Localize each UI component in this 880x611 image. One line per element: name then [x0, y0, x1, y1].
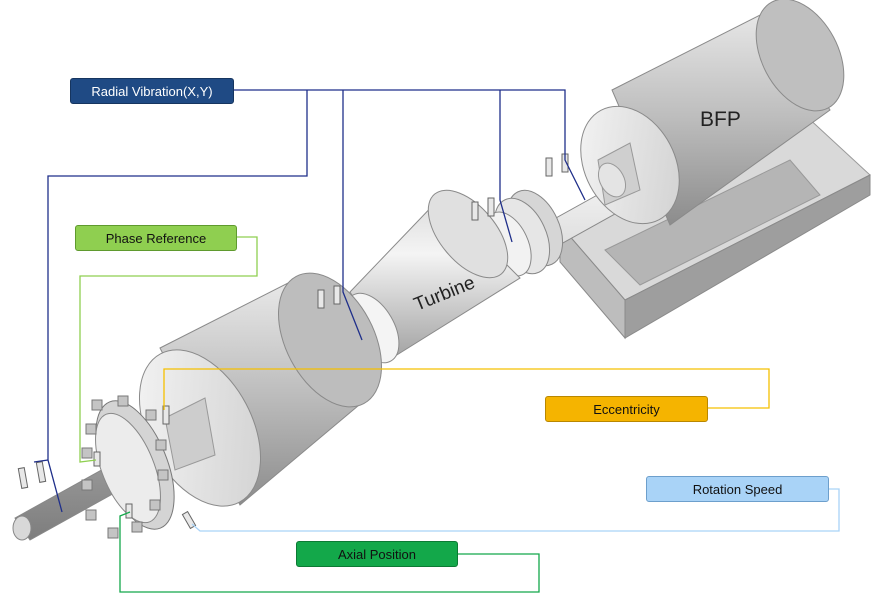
radial-probe-2 — [317, 285, 341, 309]
eccentricity-probe — [162, 405, 170, 425]
radial-vibration-label: Radial Vibration(X,Y) — [70, 78, 234, 104]
eccentricity-wiring — [163, 368, 770, 410]
bfp-body: BFP — [580, 0, 845, 226]
rotation-speed-wiring — [191, 488, 840, 532]
bfp-label: BFP — [700, 108, 741, 131]
radial-probe-3 — [471, 197, 495, 221]
phase-reference-label: Phase Reference — [75, 225, 237, 251]
axial-position-label: Axial Position — [296, 541, 458, 567]
speed-gear — [81, 395, 175, 539]
phase-probe — [93, 451, 101, 467]
turbine-cone: Turbine — [344, 189, 521, 364]
eccentricity-label: Eccentricity — [545, 396, 708, 422]
bfp-base — [559, 114, 871, 340]
radial-probe-1 — [17, 461, 47, 489]
axial-probe — [125, 503, 133, 519]
phase-reference-wiring — [79, 236, 258, 463]
coupling — [484, 189, 564, 277]
rotation-speed-label: Rotation Speed — [646, 476, 829, 502]
radial-vibration-wiring — [33, 89, 586, 513]
axial-position-wiring — [119, 511, 540, 593]
